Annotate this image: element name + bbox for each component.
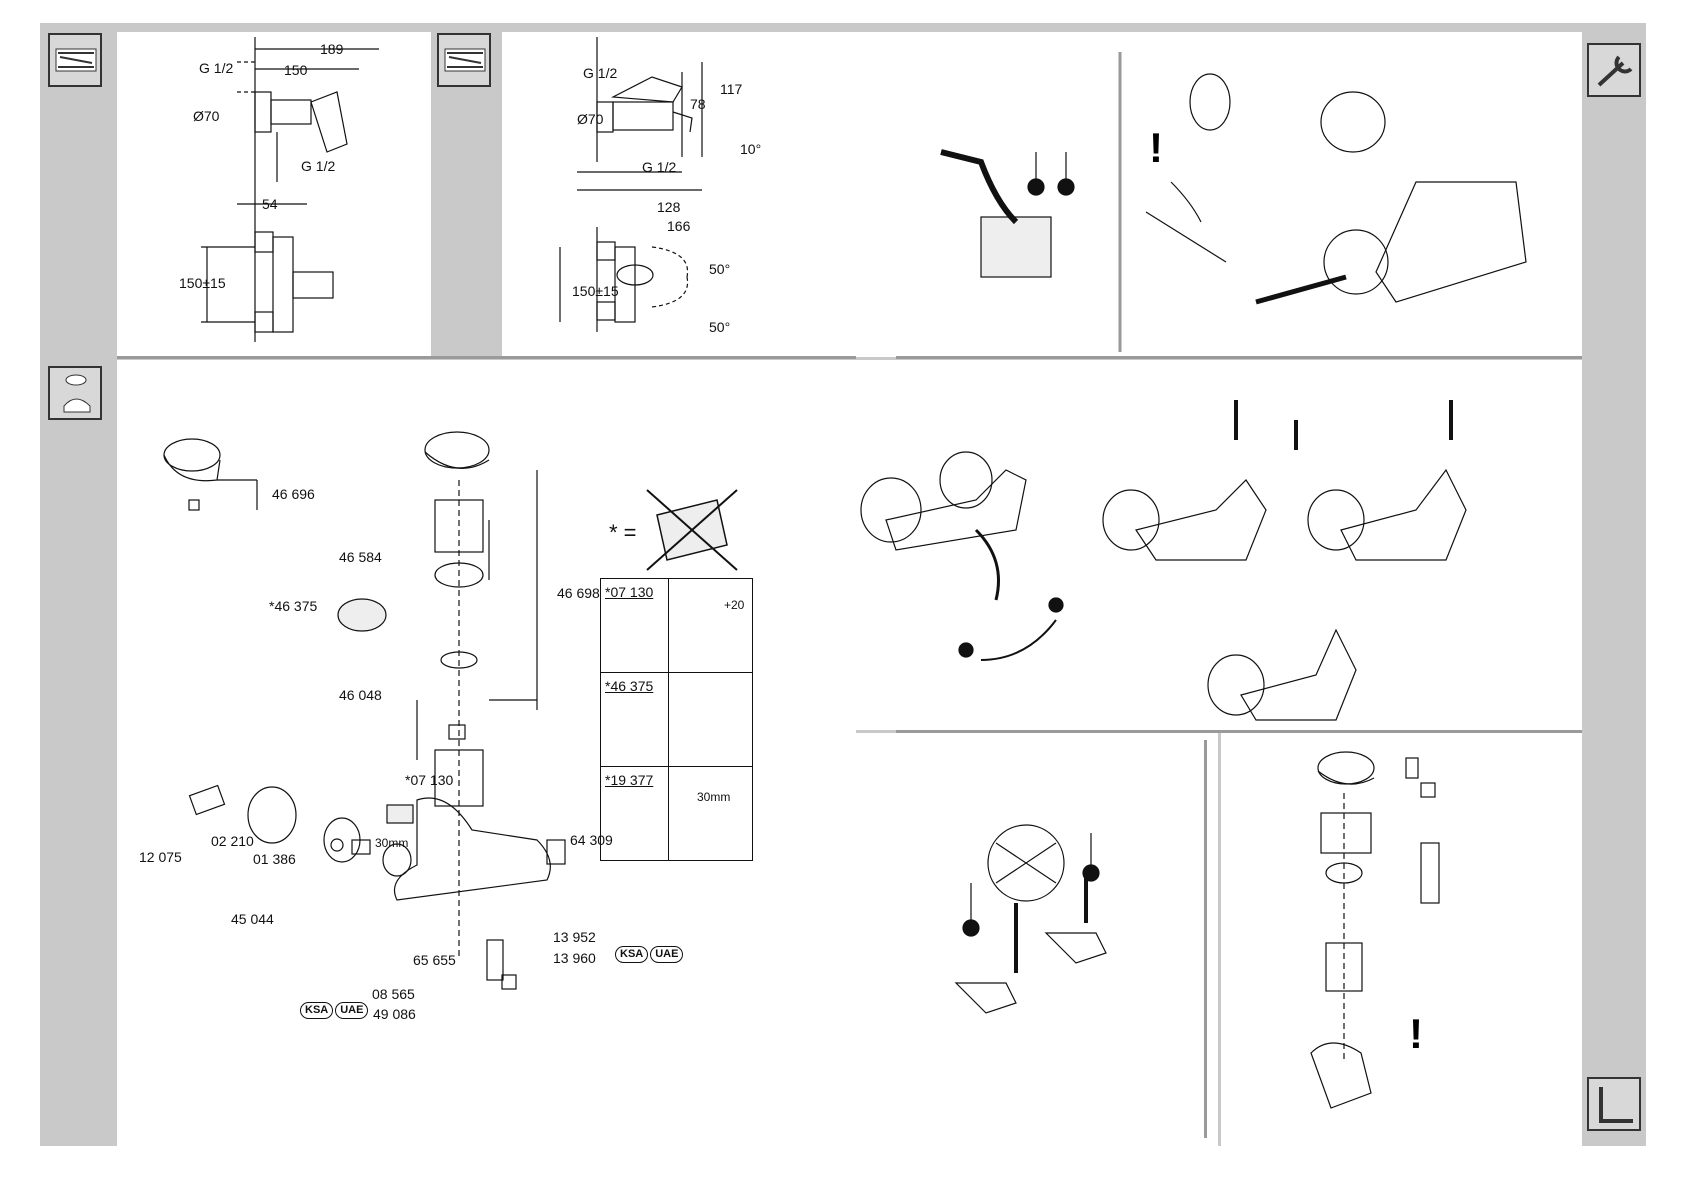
manual-sheet: 189 150 G 1/2 Ø70 G 1/2 54 150±15 [40,23,1646,1146]
legend-code: *46 375 [605,679,653,693]
legend-row-2: *46 375 [601,673,669,767]
shutoff-valve-drawing [856,733,1218,1146]
dim-angle-50a: 50° [709,262,730,276]
dim-g-top: G 1/2 [583,66,617,80]
handle-parts-icon-graphic [50,368,104,422]
legend-code: *19 377 [605,773,653,787]
ruler-icon [48,33,102,87]
divider-bottom-right [896,730,1582,733]
ruler-icon [437,33,491,87]
ruler-icon-graphic [50,35,104,89]
shower-mixer-drawing [117,32,431,357]
dim-128: 128 [657,200,680,214]
exclamation-icon: ! [1409,1010,1423,1057]
dim-78: 78 [690,97,706,111]
legend-code: *07 130 [605,585,653,599]
handle-parts-icon [48,366,102,420]
spare-parts-legend-table: *07 130 +20 *46 375 *19 377 30mm [600,578,753,861]
dim-angle-10: 10° [740,142,761,156]
dim-g-bottom: G 1/2 [301,159,335,173]
parts-panel: 46 696 46 584 *46 375 46 698 46 048 *07 … [117,360,856,1146]
wrench-icon [1587,43,1641,97]
legend-row-3: *19 377 [601,767,669,860]
dim-166: 166 [667,219,690,233]
legend-row-3-detail: 30mm [669,767,752,860]
dim-g-mid: G 1/2 [642,160,676,174]
divider-vertical-bottom [1204,740,1207,1138]
exclamation-icon: ! [1149,124,1163,171]
maintenance-drawing: ! [1221,733,1582,1146]
installation-drawing: ! [856,32,1582,357]
dim-angle-50b: 50° [709,320,730,334]
dimensions-panel-shower: 189 150 G 1/2 Ø70 G 1/2 54 150±15 [117,32,431,357]
shutoff-panel [856,733,1218,1146]
installation-panel: ! [856,32,1582,357]
divider-mid-left [117,356,856,359]
operation-panel [856,360,1582,730]
dim-diameter: Ø70 [577,112,603,126]
dim-150-15: 150±15 [572,284,619,298]
dim-150: 150 [284,63,307,77]
maintenance-panel: ! [1221,733,1582,1146]
dim-189: 189 [320,42,343,56]
operation-drawing [856,360,1582,730]
dimensions-panel-bath: G 1/2 Ø70 117 78 10° G 1/2 128 166 150±1… [502,32,856,357]
wrench-icon-graphic [1589,45,1643,99]
dim-54: 54 [262,197,278,211]
ruler-icon-graphic [439,35,493,89]
legend-row-1-detail: +20 [669,579,752,673]
legend-note: +20 [724,599,744,611]
legend-row-1: *07 130 [601,579,669,673]
allen-key-icon [1587,1077,1641,1131]
legend-note: 30mm [697,791,730,803]
allen-key-icon-graphic [1589,1079,1643,1133]
legend-row-2-detail [669,673,752,767]
dim-g-top: G 1/2 [199,61,233,75]
dim-150-15: 150±15 [179,276,226,290]
divider-mid-right [896,356,1582,359]
dim-117: 117 [720,82,742,96]
bath-mixer-drawing [502,32,856,357]
dim-diameter: Ø70 [193,109,219,123]
